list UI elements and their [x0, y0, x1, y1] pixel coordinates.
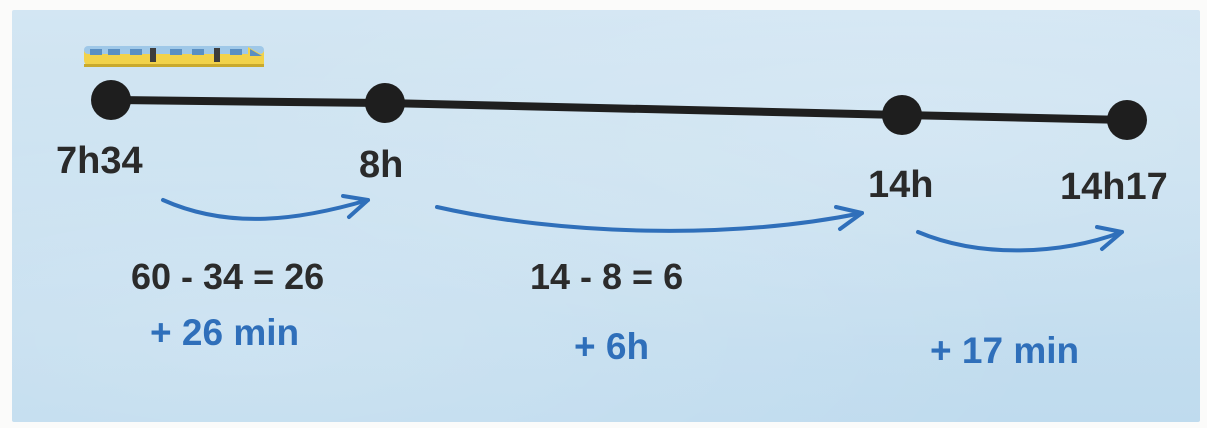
diagram-background [12, 10, 1200, 422]
stop-label: 7h34 [56, 140, 143, 182]
stop-dot [882, 95, 922, 135]
stop-label: 8h [359, 144, 404, 186]
train-icon [84, 46, 264, 67]
step-duration: + 17 min [930, 330, 1080, 371]
stop-dot [1107, 100, 1147, 140]
stop-label: 14h17 [1060, 166, 1168, 208]
timeline-line [107, 96, 1131, 124]
stop-dot [365, 83, 405, 123]
stop-dot [91, 80, 131, 120]
arrow-1 [161, 194, 370, 221]
arrow-2 [435, 205, 864, 233]
stop-label: 14h [868, 164, 934, 206]
step-calculation: 60 - 34 = 26 [131, 256, 325, 297]
arrow-3 [916, 225, 1124, 253]
step-calculation: 14 - 8 = 6 [530, 256, 684, 297]
step-duration: + 26 min [150, 312, 300, 353]
step-duration: + 6h [574, 326, 650, 367]
